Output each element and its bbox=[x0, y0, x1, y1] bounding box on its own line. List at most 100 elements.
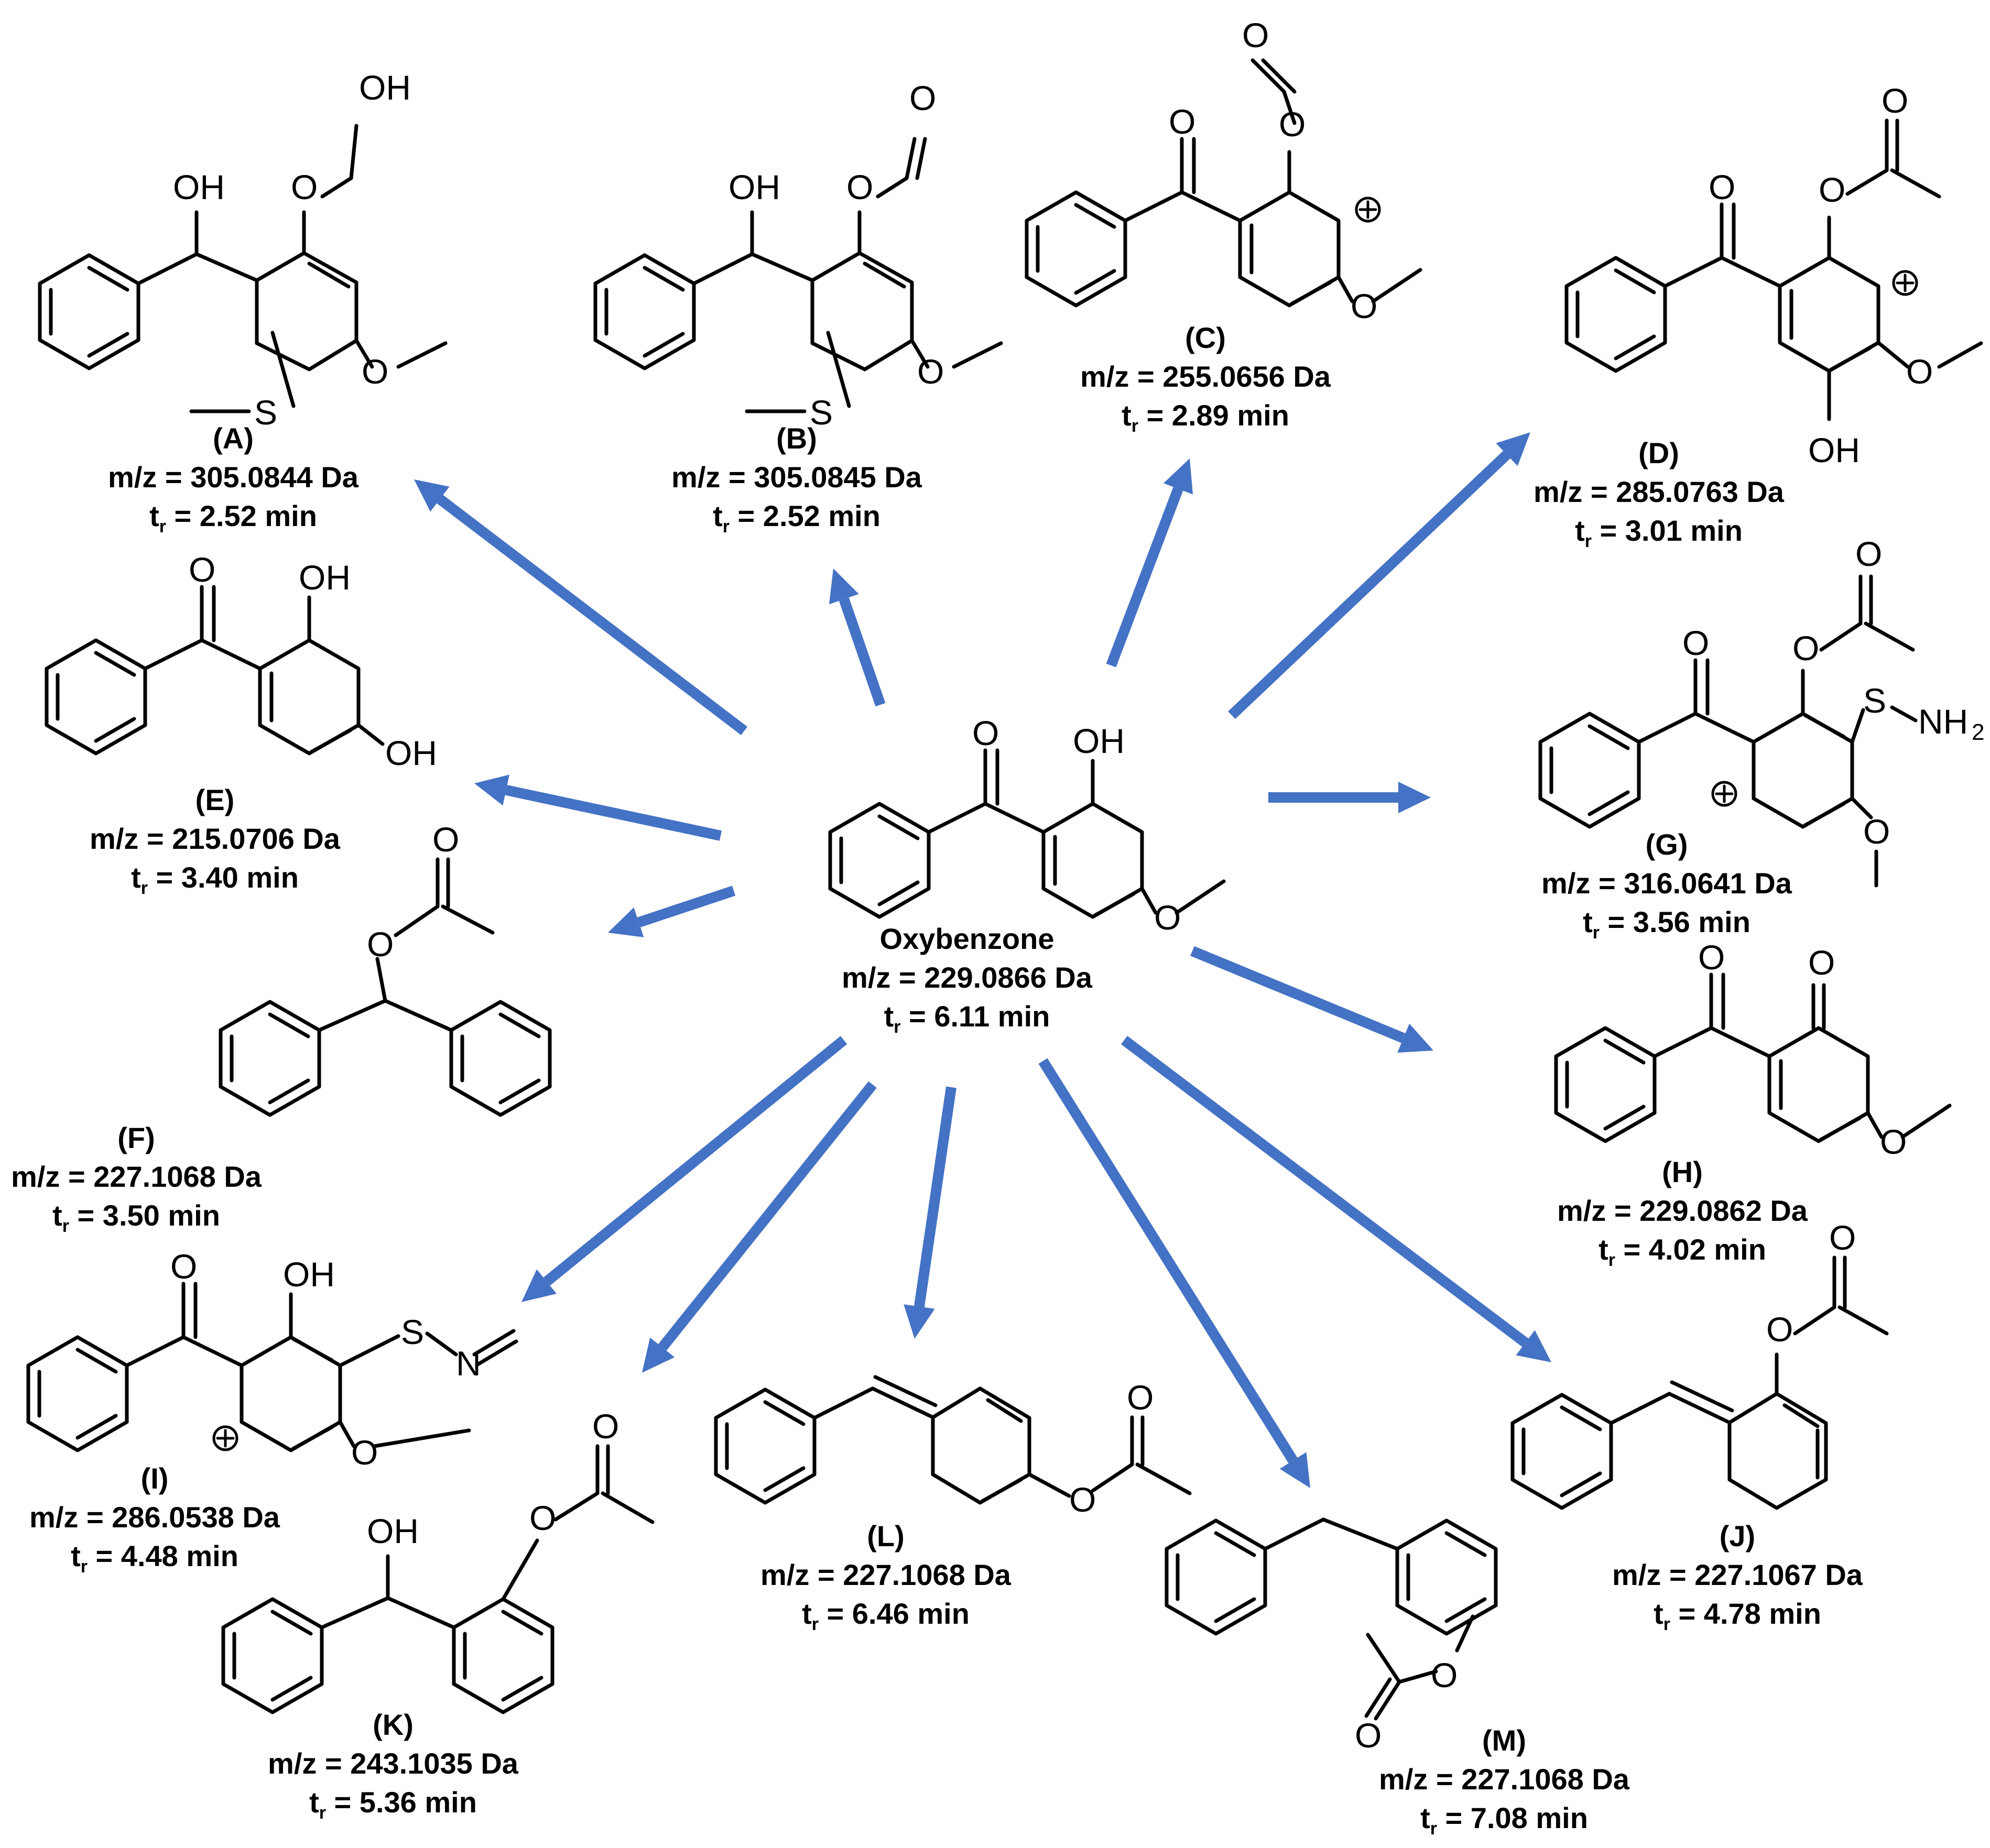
product-id: (H) bbox=[1662, 1155, 1703, 1188]
arrow-shaft bbox=[658, 1081, 877, 1351]
product-tr: tr = 7.08 min bbox=[1420, 1801, 1588, 1839]
svg-text:OH: OH bbox=[283, 1255, 335, 1294]
arrow-head bbox=[608, 907, 644, 937]
svg-text:OH: OH bbox=[385, 734, 437, 772]
svg-text:O: O bbox=[1279, 105, 1306, 144]
svg-text:2: 2 bbox=[1972, 719, 1984, 745]
structure-d: O O O O OH bbox=[1567, 81, 1983, 469]
arrow-shaft bbox=[543, 1036, 847, 1286]
structure-m: O O bbox=[1167, 1517, 1496, 1755]
structure-g: O O O S NH 2 O bbox=[1540, 534, 1984, 888]
oxybenzone-structure: O OH O bbox=[830, 714, 1226, 937]
product-label: (K) m/z = 243.1035 Da tr = 5.36 min bbox=[236, 1705, 550, 1832]
svg-text:O: O bbox=[1698, 938, 1725, 977]
structure-l: O O bbox=[716, 1375, 1192, 1519]
arrow-head bbox=[474, 774, 509, 806]
product-id: (M) bbox=[1482, 1724, 1526, 1757]
svg-text:NH: NH bbox=[1918, 702, 1968, 741]
product-label: (J) m/z = 227.1067 Da tr = 4.78 min bbox=[1580, 1517, 1895, 1644]
product-tr: tr = 2.52 min bbox=[149, 499, 317, 537]
product-tr: tr = 4.48 min bbox=[71, 1539, 238, 1577]
arrow-head bbox=[642, 1337, 675, 1373]
structure-c: O O O O bbox=[1027, 16, 1422, 325]
product-mz: m/z = 316.0641 Da bbox=[1541, 867, 1792, 900]
svg-text:O: O bbox=[1709, 168, 1735, 206]
product-id: (E) bbox=[195, 783, 235, 816]
product-id: (D) bbox=[1638, 436, 1679, 469]
product-id: (L) bbox=[867, 1519, 905, 1552]
product-mz: m/z = 305.0845 Da bbox=[671, 461, 922, 494]
product-label: (L) m/z = 227.1068 Da tr = 6.46 min bbox=[728, 1517, 1043, 1644]
product-label: (I) m/z = 286.0538 Da tr = 4.48 min bbox=[0, 1459, 312, 1586]
product-tr: tr = 3.56 min bbox=[1583, 905, 1750, 943]
arrow-shaft bbox=[637, 885, 736, 927]
product-mz: m/z = 227.1068 Da bbox=[760, 1558, 1011, 1591]
svg-text:OH: OH bbox=[359, 68, 411, 107]
product-tr: tr = 3.40 min bbox=[131, 861, 299, 899]
product-tr: tr = 6.46 min bbox=[802, 1597, 970, 1635]
center-atom-o: O bbox=[972, 714, 999, 752]
svg-text:OH: OH bbox=[1808, 431, 1860, 469]
product-tr: tr = 3.01 min bbox=[1575, 514, 1743, 552]
svg-text:S: S bbox=[254, 393, 277, 432]
product-id: (A) bbox=[213, 422, 254, 455]
product-mz: m/z = 227.1067 Da bbox=[1612, 1558, 1863, 1591]
svg-text:O: O bbox=[1169, 102, 1195, 141]
product-mz: m/z = 243.1035 Da bbox=[268, 1747, 518, 1780]
product-tr: tr = 4.02 min bbox=[1598, 1233, 1766, 1271]
product-id: (J) bbox=[1719, 1519, 1756, 1552]
svg-text:O: O bbox=[846, 168, 873, 206]
svg-text:O: O bbox=[1682, 624, 1709, 662]
arrow-head bbox=[521, 1269, 557, 1302]
svg-text:O: O bbox=[1792, 629, 1819, 668]
arrow-head bbox=[1398, 782, 1431, 813]
structure-i: O OH S N O bbox=[28, 1247, 518, 1472]
arrow-shaft bbox=[1190, 946, 1406, 1043]
svg-text:O: O bbox=[351, 1433, 378, 1472]
svg-text:OH: OH bbox=[299, 558, 351, 597]
arrow-head bbox=[414, 479, 450, 512]
arrow-shaft bbox=[1228, 451, 1510, 719]
structure-j: O O bbox=[1513, 1218, 1889, 1510]
center-atom-o2: O bbox=[1154, 898, 1181, 937]
product-id: (K) bbox=[373, 1708, 414, 1741]
product-id: (C) bbox=[1185, 321, 1226, 354]
arrow-shaft bbox=[839, 597, 886, 707]
svg-text:O: O bbox=[1242, 16, 1269, 54]
product-id: (B) bbox=[776, 422, 817, 455]
svg-text:O: O bbox=[362, 352, 388, 391]
product-tr: tr = 3.50 min bbox=[52, 1199, 220, 1237]
svg-text:O: O bbox=[529, 1499, 556, 1537]
product-id: (I) bbox=[140, 1462, 169, 1495]
svg-text:O: O bbox=[367, 925, 394, 964]
svg-text:O: O bbox=[1855, 534, 1882, 573]
svg-text:O: O bbox=[1127, 1378, 1154, 1417]
structure-a: OH O OH O S bbox=[40, 68, 448, 432]
product-tr: tr = 2.52 min bbox=[713, 499, 880, 537]
svg-text:O: O bbox=[917, 352, 944, 391]
svg-text:O: O bbox=[909, 79, 936, 117]
product-mz: m/z = 255.0656 Da bbox=[1080, 360, 1331, 393]
svg-text:O: O bbox=[432, 820, 459, 859]
svg-text:O: O bbox=[1882, 81, 1908, 120]
svg-text:O: O bbox=[1069, 1480, 1096, 1519]
arrow-head bbox=[1496, 432, 1530, 466]
product-tr: tr = 2.89 min bbox=[1122, 399, 1289, 436]
product-mz: m/z = 227.1068 Da bbox=[1379, 1763, 1629, 1796]
product-tr: tr = 5.36 min bbox=[309, 1786, 477, 1823]
product-tr: tr = 4.78 min bbox=[1654, 1597, 1821, 1635]
arrow-head bbox=[829, 568, 859, 605]
structure-b: OH O O O S bbox=[595, 79, 1003, 432]
arrow-shaft bbox=[437, 495, 748, 735]
svg-text:S: S bbox=[1863, 681, 1886, 720]
product-label: (B) m/z = 305.0845 Da tr = 2.52 min bbox=[639, 419, 954, 546]
product-mz: m/z = 286.0538 Da bbox=[29, 1501, 280, 1534]
svg-text:O: O bbox=[1829, 1218, 1856, 1257]
svg-text:O: O bbox=[1766, 1310, 1793, 1349]
svg-text:S: S bbox=[401, 1313, 424, 1351]
